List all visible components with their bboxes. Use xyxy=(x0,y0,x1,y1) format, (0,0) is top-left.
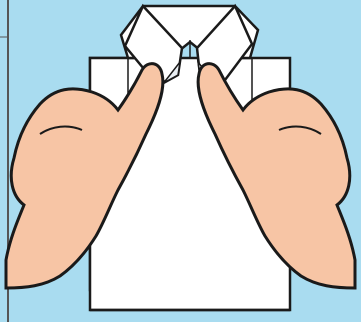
origami-shirt-folding-illustration xyxy=(0,0,361,322)
